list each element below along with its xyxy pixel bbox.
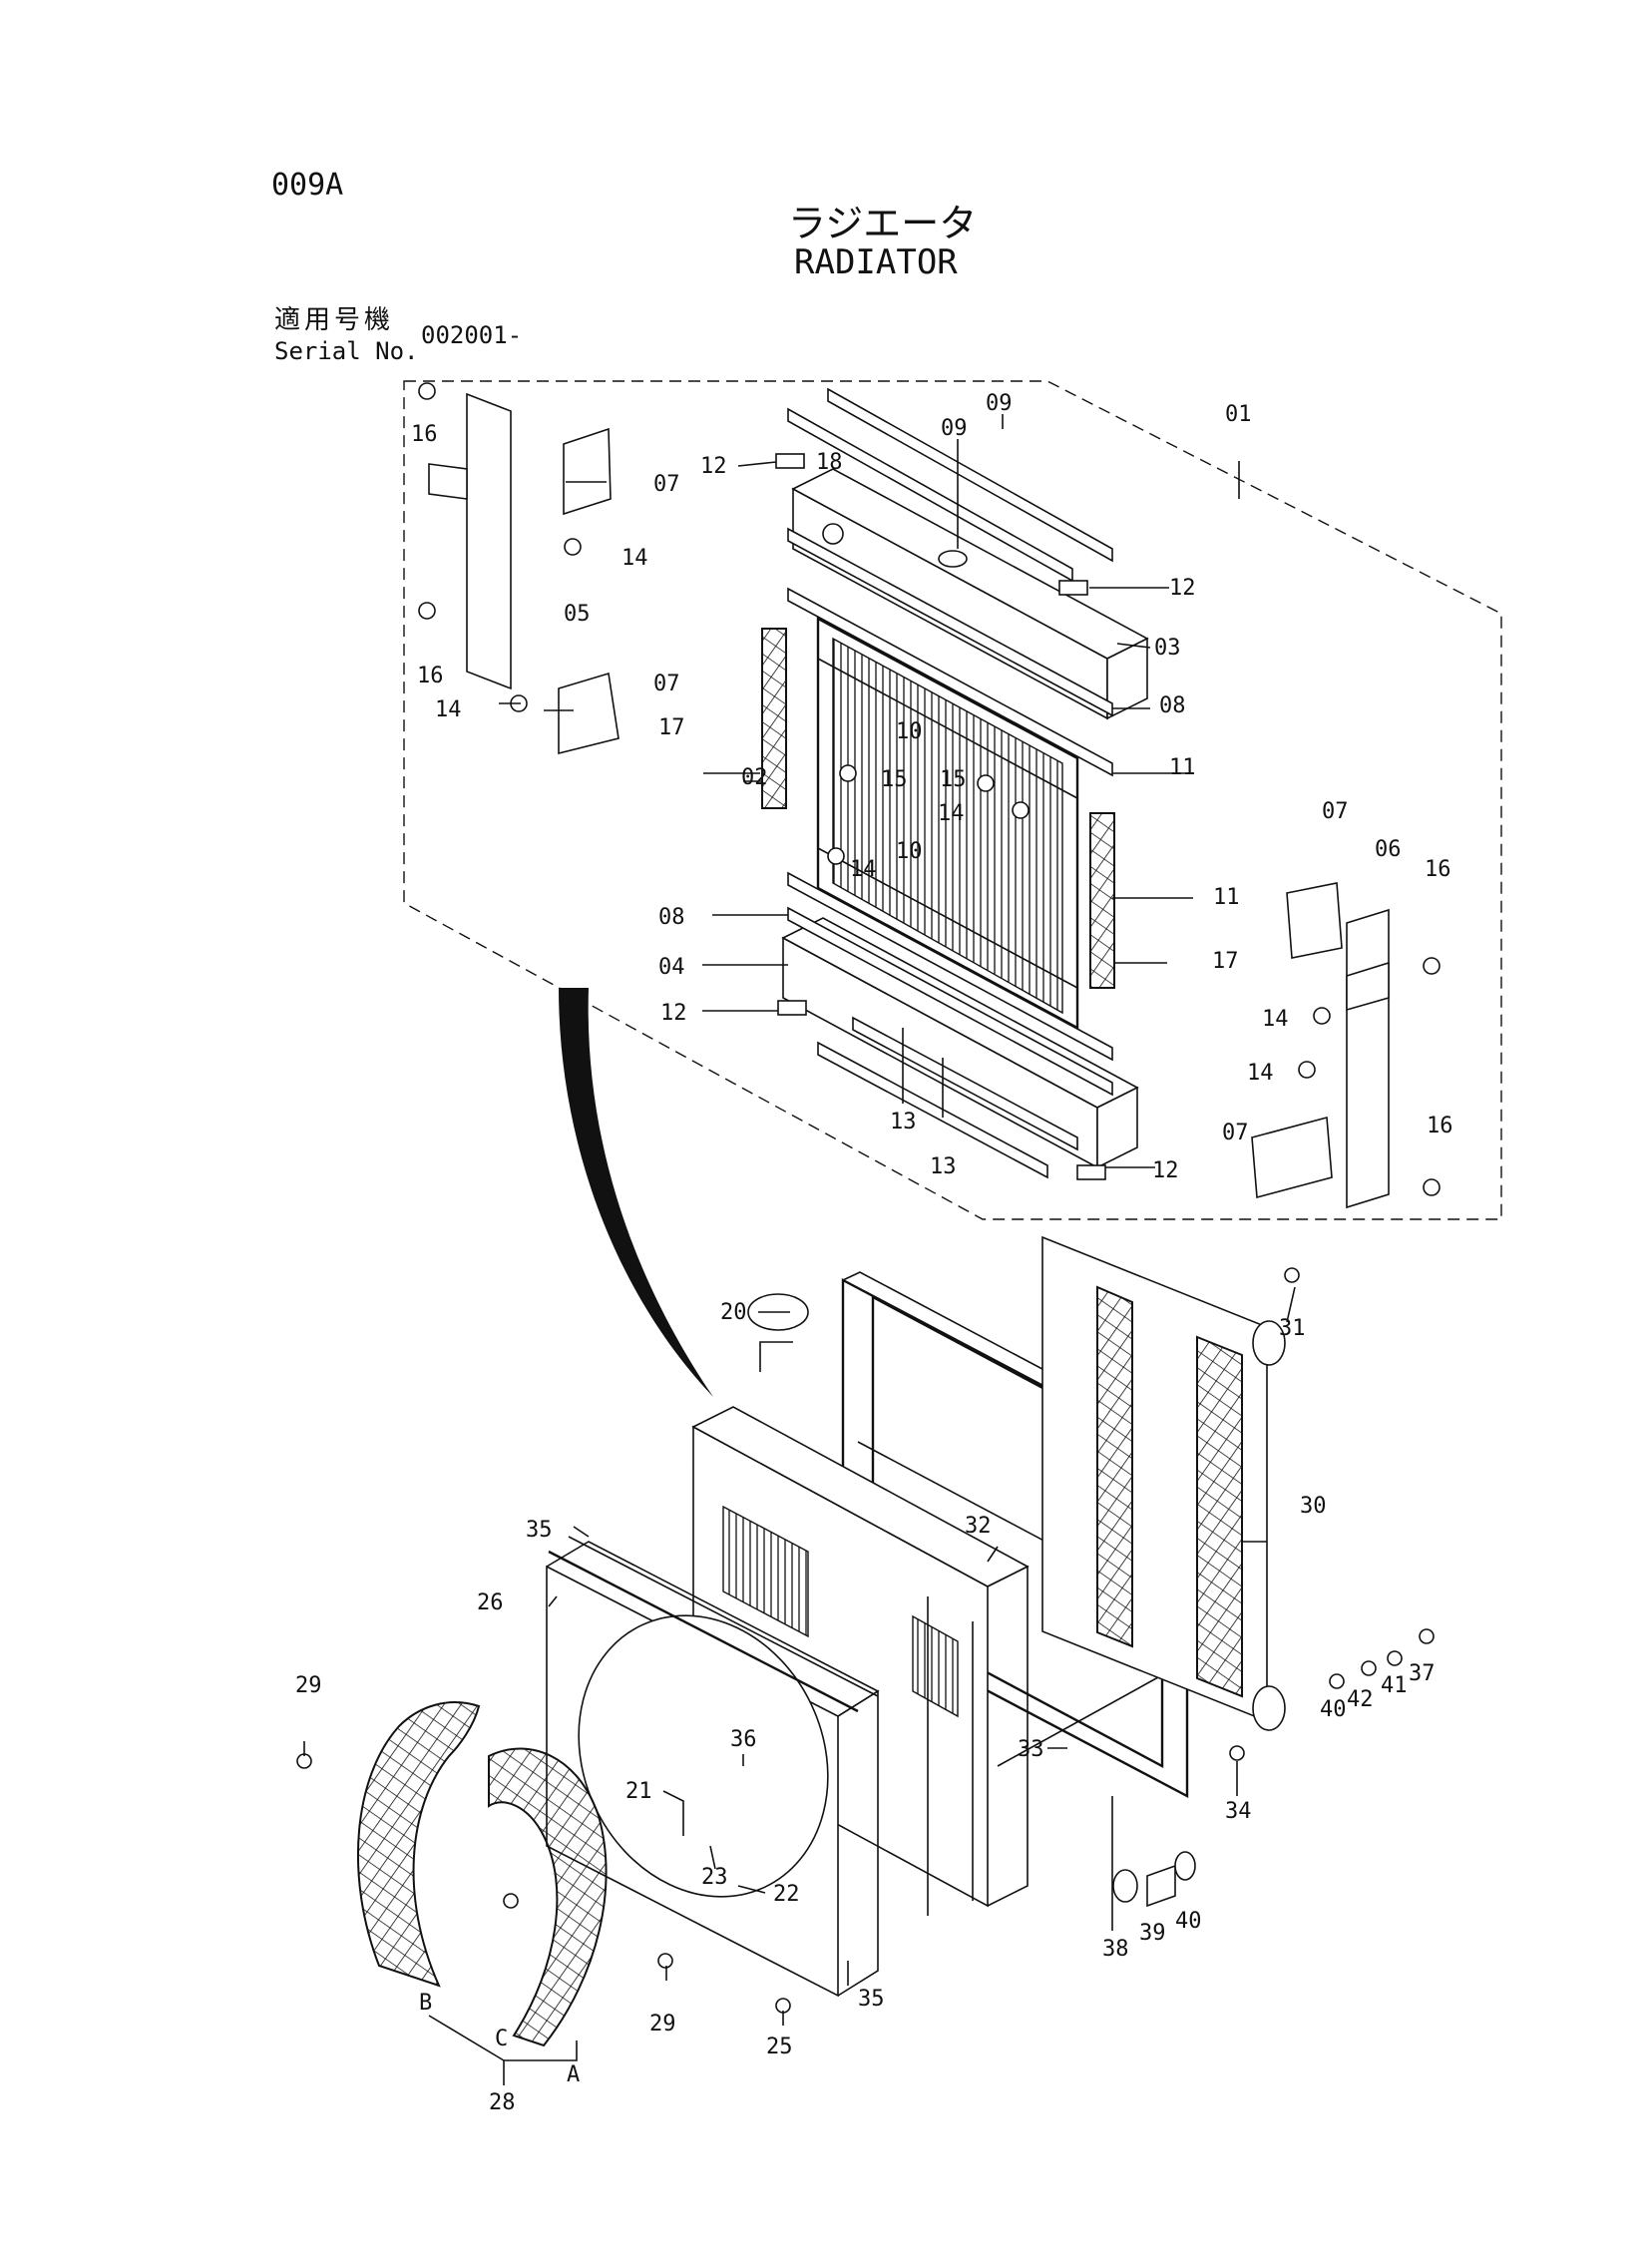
shims-12 [775, 453, 1106, 1180]
bracket-05 [428, 392, 512, 690]
callout-14c: 14 [938, 801, 965, 826]
callout-36: 36 [730, 1727, 757, 1752]
callout-29a: 29 [295, 1673, 322, 1698]
side-seals-17 [761, 628, 1115, 989]
callout-39: 39 [1139, 1921, 1166, 1946]
callout-10b: 10 [896, 839, 923, 864]
callout-34: 34 [1225, 1799, 1252, 1824]
leader-lines [303, 414, 1296, 2085]
callout-14b: 14 [435, 697, 462, 722]
callout-42: 42 [1347, 1687, 1374, 1712]
callout-16a: 16 [411, 422, 438, 447]
callout-38: 38 [1102, 1937, 1129, 1962]
serial-label-english: Serial No. [274, 337, 419, 365]
fan-shroud-26 [546, 1536, 880, 1998]
callout-08a: 08 [1159, 693, 1186, 718]
callout-08b: 08 [658, 905, 685, 930]
callout-25: 25 [766, 2035, 793, 2059]
callout-17a: 17 [658, 715, 685, 740]
upper-radiator-core [816, 616, 1079, 1031]
callout-17b: 17 [1212, 949, 1239, 974]
callout-15a: 15 [881, 767, 908, 792]
callout-35a: 35 [526, 1518, 553, 1543]
bolts-upper [418, 382, 1441, 1196]
callout-30: 30 [1300, 1494, 1327, 1519]
callout-C: C [495, 2027, 508, 2051]
callout-06: 06 [1375, 837, 1402, 862]
callout-13b: 13 [930, 1154, 957, 1179]
brackets-07 [558, 427, 1343, 1199]
serial-label-japanese: 適用号機 [274, 305, 395, 335]
callout-32: 32 [965, 1514, 992, 1539]
callout-14f: 14 [1247, 1061, 1274, 1086]
callout-21: 21 [625, 1779, 652, 1804]
callout-09a: 09 [986, 391, 1013, 416]
callout-B: B [419, 1991, 432, 2016]
assembly-arrow [559, 988, 713, 1397]
callout-03: 03 [1154, 636, 1181, 661]
callout-04: 04 [658, 955, 685, 980]
callout-10a: 10 [896, 719, 923, 744]
callout-40a: 40 [1175, 1909, 1202, 1934]
callout-15b: 15 [940, 767, 967, 792]
callout-23: 23 [701, 1865, 728, 1890]
callout-09b: 09 [941, 416, 968, 441]
title-english: RADIATOR [794, 242, 958, 282]
callout-16d: 16 [1427, 1114, 1453, 1138]
page-code: 009A [271, 168, 344, 203]
callout-labels: 01 02 03 04 05 06 07 07 07 07 08 08 09 0… [295, 391, 1453, 2115]
callout-11a: 11 [1169, 755, 1196, 780]
callout-22: 22 [773, 1882, 800, 1907]
callout-26: 26 [477, 1590, 504, 1615]
callout-01: 01 [1225, 402, 1252, 427]
callout-13a: 13 [890, 1110, 917, 1134]
callout-12c: 12 [660, 1001, 687, 1026]
callout-A: A [567, 2062, 580, 2087]
seal-strips [787, 387, 1113, 1179]
callout-37: 37 [1409, 1661, 1436, 1686]
callout-12a: 12 [700, 454, 727, 479]
callout-14d: 14 [850, 857, 877, 882]
callout-12d: 12 [1152, 1158, 1179, 1183]
callout-41: 41 [1381, 1673, 1408, 1698]
serial-number-value: 002001- [421, 321, 523, 349]
callout-28: 28 [489, 2090, 516, 2115]
callout-40b: 40 [1320, 1697, 1347, 1722]
callout-11b: 11 [1213, 885, 1240, 910]
callout-33: 33 [1018, 1737, 1044, 1762]
callout-05: 05 [564, 602, 591, 627]
intercooler-30 [1041, 1235, 1286, 1731]
callout-20: 20 [720, 1300, 747, 1325]
callout-07b: 07 [653, 672, 680, 696]
callout-29b: 29 [649, 2012, 676, 2037]
fan-guard-28 [356, 1701, 608, 2047]
callout-14a: 14 [621, 546, 648, 571]
callout-07c: 07 [1322, 799, 1349, 824]
callout-07a: 07 [653, 472, 680, 497]
callout-12b: 12 [1169, 576, 1196, 601]
bracket-06 [1346, 908, 1390, 1209]
callout-02: 02 [741, 765, 768, 790]
callout-07d: 07 [1222, 1121, 1249, 1145]
callout-18: 18 [816, 450, 843, 475]
title-japanese: ラジエータ [788, 202, 978, 245]
callout-16b: 16 [417, 664, 444, 688]
callout-16c: 16 [1425, 857, 1451, 882]
callout-14e: 14 [1262, 1007, 1289, 1032]
callout-35b: 35 [858, 1987, 885, 2012]
callout-31: 31 [1279, 1316, 1306, 1341]
